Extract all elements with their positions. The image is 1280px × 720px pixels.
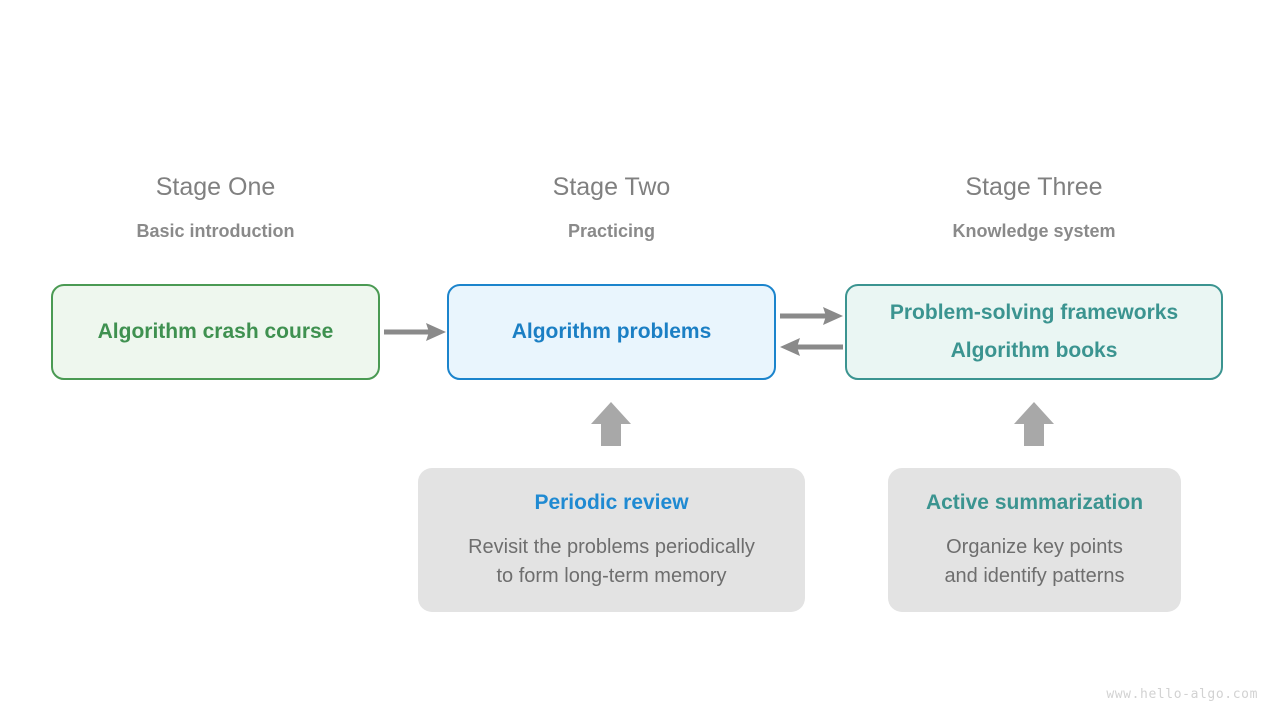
stage-one-node[interactable]: Algorithm crash course xyxy=(51,284,380,380)
stage-three-title: Stage Three xyxy=(965,173,1103,201)
arrow-two-to-three xyxy=(780,307,843,325)
stage-one-subtitle: Basic introduction xyxy=(136,221,295,241)
stage-three-node-label-1: Problem-solving frameworks xyxy=(889,301,1179,324)
active-summarization-body-line-1: Organize key points xyxy=(946,535,1123,558)
arrow-review-up xyxy=(591,402,631,446)
arrow-one-to-two xyxy=(384,323,446,341)
arrow-three-to-two-head xyxy=(780,338,800,356)
stage-three-node-label-2: Algorithm books xyxy=(950,339,1118,362)
arrow-summarization-up xyxy=(1014,402,1054,446)
stage-header-one: Stage One Basic introduction xyxy=(51,172,380,243)
arrow-summarization-up-glyph xyxy=(1014,402,1054,446)
periodic-review-note[interactable]: Periodic review Revisit the problems per… xyxy=(418,468,805,612)
stage-two-node-label: Algorithm problems xyxy=(511,320,712,343)
stage-two-node[interactable]: Algorithm problems xyxy=(447,284,776,380)
stage-one-title: Stage One xyxy=(155,173,276,201)
arrow-two-to-three-head xyxy=(823,307,843,325)
arrow-one-to-two-head xyxy=(426,323,446,341)
stage-header-two: Stage Two Practicing xyxy=(447,172,776,243)
periodic-review-body-line-1: Revisit the problems periodically xyxy=(468,535,755,558)
active-summarization-body-line-2: and identify patterns xyxy=(944,564,1125,587)
stage-two-title: Stage Two xyxy=(552,173,671,201)
arrow-review-up-glyph xyxy=(591,402,631,446)
active-summarization-title: Active summarization xyxy=(925,490,1144,514)
stage-three-subtitle: Knowledge system xyxy=(952,221,1116,241)
active-summarization-note[interactable]: Active summarization Organize key points… xyxy=(888,468,1181,612)
stage-two-subtitle: Practicing xyxy=(567,221,656,241)
watermark: www.hello-algo.com xyxy=(1106,687,1258,702)
stage-header-three: Stage Three Knowledge system xyxy=(845,172,1223,243)
stage-one-node-label: Algorithm crash course xyxy=(97,320,334,343)
periodic-review-body-line-2: to form long-term memory xyxy=(496,564,727,587)
periodic-review-title: Periodic review xyxy=(534,490,689,514)
stage-three-node[interactable]: Problem-solving frameworks Algorithm boo… xyxy=(845,284,1223,380)
arrow-three-to-two xyxy=(780,338,843,356)
